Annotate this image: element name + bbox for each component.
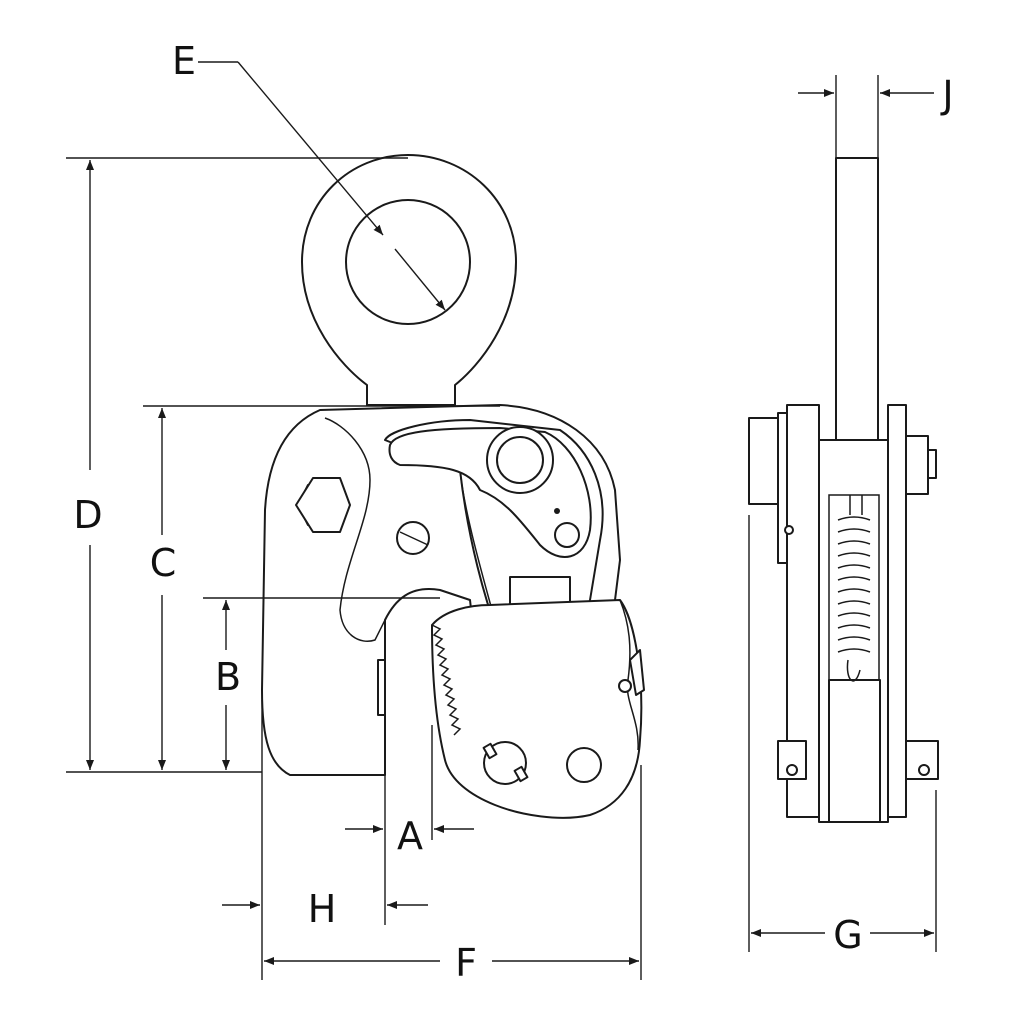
label-e: E bbox=[172, 39, 196, 83]
side-outer-plate-left bbox=[748, 417, 780, 505]
clamp-side-view bbox=[748, 157, 939, 823]
side-screw-right bbox=[918, 764, 930, 776]
side-screw-top bbox=[784, 525, 794, 535]
side-plate-right bbox=[887, 404, 907, 818]
side-flange-right bbox=[905, 740, 939, 780]
label-j: J bbox=[940, 73, 953, 117]
side-core-inner bbox=[828, 679, 881, 823]
slotted-pin bbox=[396, 521, 430, 555]
side-nut bbox=[905, 435, 929, 495]
side-screw-left bbox=[786, 764, 798, 776]
toothed-cam bbox=[431, 599, 645, 819]
label-h: H bbox=[308, 887, 337, 931]
jaw-pad bbox=[377, 659, 386, 716]
side-nut-tip bbox=[927, 449, 937, 479]
label-c: C bbox=[150, 541, 177, 585]
hex-bolt bbox=[295, 477, 351, 533]
clamp-front-view bbox=[261, 154, 645, 819]
dimension-lines bbox=[66, 61, 937, 980]
lever-hole bbox=[554, 522, 580, 548]
label-f: F bbox=[455, 941, 477, 985]
label-b: B bbox=[215, 655, 241, 699]
body-cutout bbox=[324, 417, 386, 642]
side-eye bbox=[835, 157, 879, 444]
label-d: D bbox=[73, 493, 102, 537]
lever-pin bbox=[554, 508, 560, 514]
label-a: A bbox=[397, 814, 423, 858]
spring bbox=[837, 495, 871, 682]
label-g: G bbox=[833, 913, 862, 957]
lever-pivot-inner bbox=[496, 436, 544, 484]
lifting-eye bbox=[301, 154, 517, 406]
